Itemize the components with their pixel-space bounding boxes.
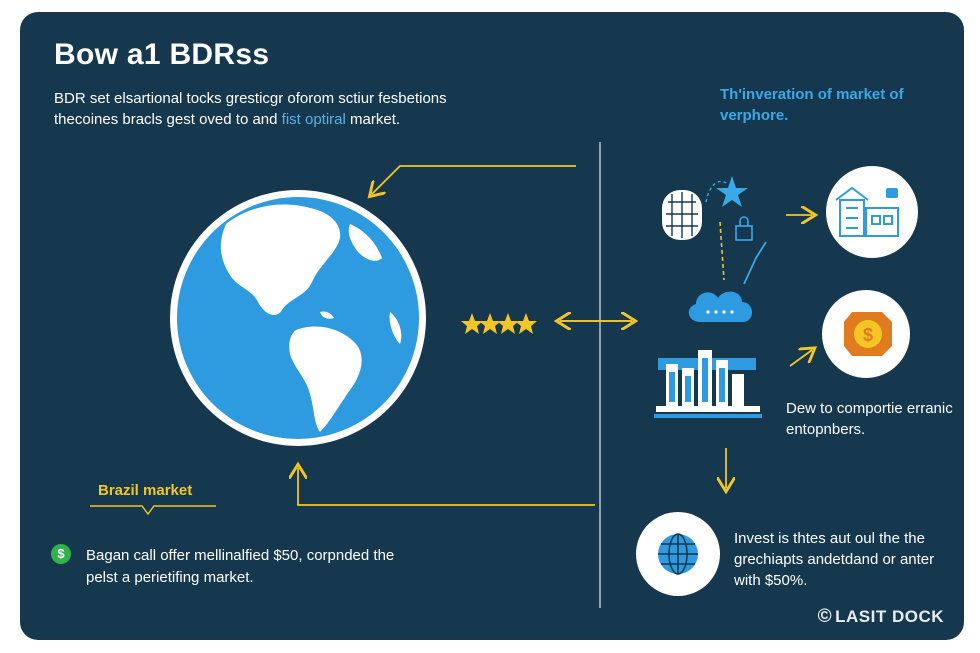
star-icon [461, 313, 483, 334]
brazil-market-label: Brazil market [98, 482, 193, 499]
return-arrow [298, 468, 595, 506]
label-pointer [90, 505, 216, 516]
svg-text:$: $ [863, 325, 873, 345]
wire-globe-icon [662, 190, 702, 240]
dashed-link [719, 221, 725, 281]
cloud-icon [688, 291, 753, 322]
globe-icon [170, 190, 426, 446]
infographic-panel: $ [20, 12, 964, 640]
intro-line-2-start: thecoines bracls gest oved to and [54, 111, 282, 128]
dollar-icon: $ [51, 544, 71, 564]
diagram-artwork: $ [90, 142, 918, 608]
lock-icon [735, 216, 753, 241]
offer-text: Bagan call offer mellinalfied $50, corpn… [86, 547, 395, 586]
building-icon [826, 166, 918, 258]
intro-line-2-end: market. [345, 111, 401, 128]
star-icon [497, 313, 519, 334]
arrow-to-coin [789, 350, 812, 367]
coin-icon: $ [822, 290, 910, 378]
intro-text: BDR set elsartional tocks gresticɡr ofor… [54, 88, 524, 130]
intro-highlight: fist optiral [281, 111, 346, 128]
invest-caption: Invest is thtes aut oul the the grechiap… [734, 530, 935, 589]
logo-mark-icon: © [817, 606, 833, 627]
logo-text: LASIT DOCK [835, 607, 944, 626]
page-title: Bow a1 BDRss [54, 38, 270, 71]
globe-icon [636, 512, 720, 596]
star-icon [479, 313, 501, 334]
intro-line-1: BDR set elsartional tocks gresticɡr ofor… [54, 90, 447, 107]
brand-logo: ©LASIT DOCK [818, 606, 944, 628]
arrow-to-globe [372, 165, 576, 194]
star-icon [515, 313, 537, 334]
dashed-link [705, 180, 729, 203]
star-icon [716, 176, 748, 207]
growth-arrow [743, 241, 767, 285]
right-heading: Th'inveration of market of verphore. [720, 86, 904, 124]
finance-caption: Dew to comportie erranic entopnbers. [786, 400, 953, 438]
rating-stars [461, 313, 537, 334]
bank-icon [654, 350, 762, 418]
